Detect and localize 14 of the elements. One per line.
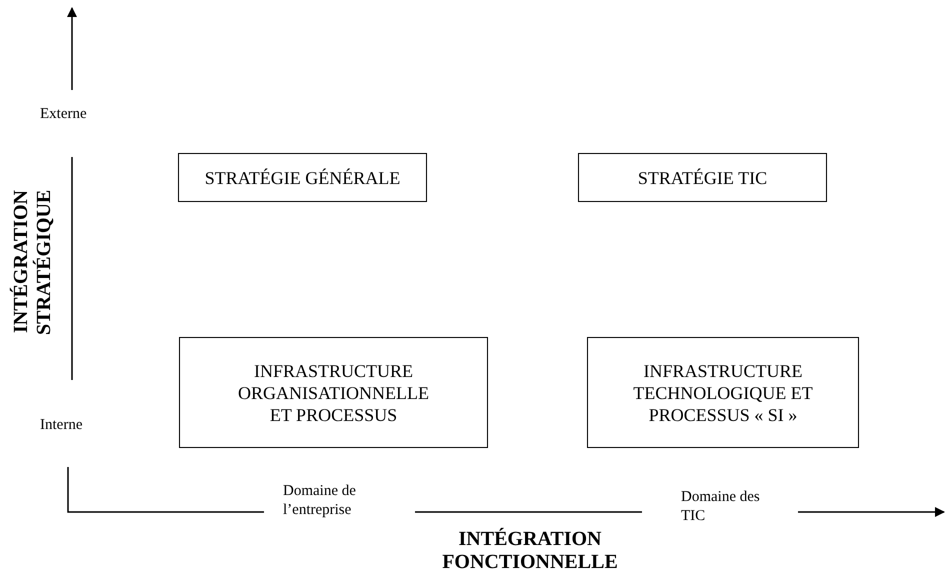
axis-title: INTÉGRATION STRATÉGIQUE: [10, 188, 56, 337]
box-label: INFRASTRUCTURE TECHNOLOGIQUE ET PROCESSUS « SI »: [632, 360, 814, 426]
box-label: STRATÉGIE TIC: [638, 166, 768, 188]
axis-end-label: Externe: [40, 105, 88, 124]
axis-title: INTÉGRATION FONCTIONNELLE: [441, 528, 619, 574]
strategy-box: [178, 153, 427, 202]
box-label: STRATÉGIE GÉNÉRALE: [204, 166, 400, 188]
infrastructure-box: [587, 337, 859, 448]
axis-end-label: Interne: [40, 416, 84, 435]
strategy-box: [578, 153, 827, 202]
infrastructure-box: [179, 337, 488, 448]
domain-label: Domaine des TIC: [681, 488, 761, 526]
box-label: INFRASTRUCTURE ORGANISATIONNELLE ET PROCESSUS: [237, 360, 430, 426]
domain-label: Domaine de l’entreprise: [283, 482, 357, 520]
